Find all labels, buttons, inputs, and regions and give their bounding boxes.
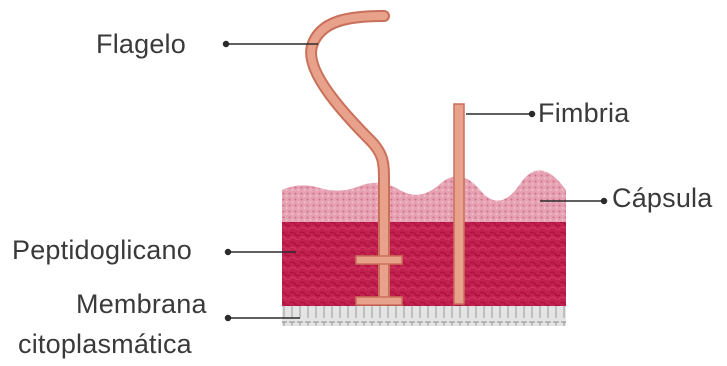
cytoplasmic-membrane-layer <box>282 306 566 326</box>
label-peptidoglicano: Peptidoglicano <box>12 234 192 266</box>
label-capsula: Cápsula <box>612 182 712 214</box>
label-flagelo: Flagelo <box>96 28 186 60</box>
leader-peptidoglicano-dot <box>226 250 231 255</box>
flagellum-basal-ring-upper <box>356 256 402 264</box>
leader-fimbria-dot <box>530 112 535 117</box>
fimbria <box>454 104 464 304</box>
flagellum-basal-ring-lower <box>356 297 402 305</box>
label-membrana-line2: citoplasmática <box>18 328 192 360</box>
label-membrana-line1: Membrana <box>76 288 207 320</box>
label-fimbria: Fimbria <box>538 97 629 129</box>
leader-membrana-dot <box>226 316 231 321</box>
capsule-layer <box>282 170 566 225</box>
leader-flagelo-dot <box>224 42 229 47</box>
leader-capsula-dot <box>602 199 607 204</box>
peptidoglycan-layer <box>282 222 566 308</box>
